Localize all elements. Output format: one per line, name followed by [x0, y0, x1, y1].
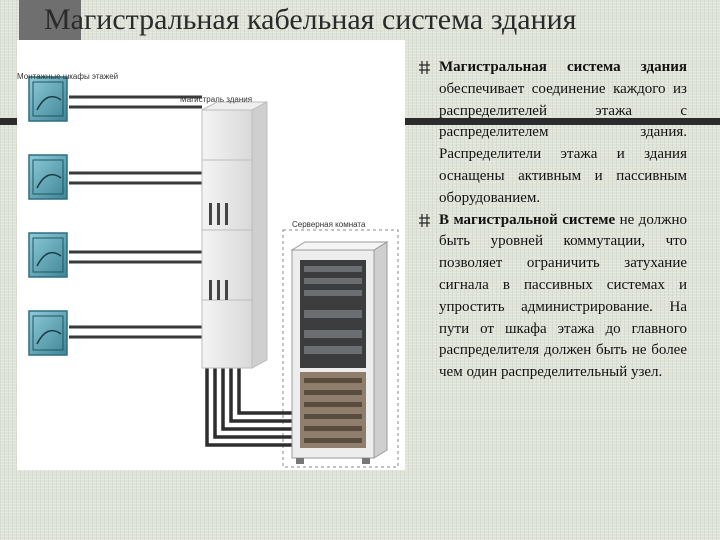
- floor-cabinet-2: [28, 154, 68, 200]
- bullet-item: В магистральной системе не должно быть у…: [415, 210, 687, 384]
- floor-cables: [69, 95, 202, 339]
- backbone-cables: [205, 366, 292, 447]
- backbone-diagram: Монтажные шкафы этажей Магистраль здания…: [17, 40, 405, 470]
- decorative-bar-left: [0, 118, 18, 125]
- caption-server-room: Серверная комната: [292, 220, 366, 229]
- slide-title: Магистральная кабельная система здания: [44, 3, 577, 36]
- floor-cabinet-1: [28, 76, 68, 122]
- bullet-bold-text: Магистральная система здания: [439, 59, 687, 75]
- bullet-bold-text: В магистральной системе: [439, 211, 616, 228]
- floor-cabinet-3: [28, 232, 68, 278]
- title-accent-block: [19, 0, 81, 40]
- bullet-text: обеспечивает соединение каждого из распр…: [439, 80, 687, 206]
- hash-bullet-icon: [419, 213, 430, 227]
- bullet-item: Магистральная система здания обеспечивае…: [415, 57, 687, 210]
- backbone-tower: [201, 101, 268, 369]
- hash-bullet-icon: [419, 61, 430, 74]
- server-rack: [290, 241, 389, 464]
- server-room-outline: [282, 229, 399, 468]
- caption-building-backbone: Магистраль здания: [180, 95, 253, 104]
- decorative-bar-right: [405, 118, 720, 125]
- bullet-list: Магистральная система здания обеспечивае…: [415, 57, 687, 384]
- backbone-diagram-drawing: [28, 76, 399, 468]
- bullet-text: не должно быть уровней коммутации, что п…: [439, 211, 687, 381]
- floor-cabinet-4: [28, 310, 68, 356]
- caption-floor-cabinets: Монтажные шкафы этажей: [17, 72, 119, 81]
